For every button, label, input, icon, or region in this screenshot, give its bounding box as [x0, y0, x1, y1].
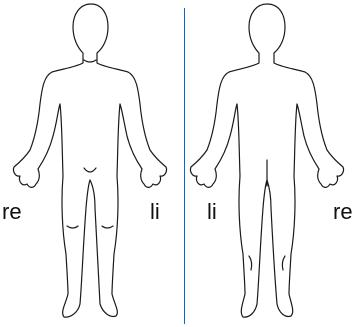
back-body-outline	[179, 0, 355, 327]
back-right-side-label: re	[333, 201, 353, 223]
front-right-side-label: re	[2, 201, 22, 223]
back-left-side-label: li	[207, 201, 217, 223]
front-left-side-label: li	[150, 201, 160, 223]
front-body-figure: re li	[0, 0, 176, 327]
back-body-figure: li re	[179, 0, 355, 327]
front-body-outline	[0, 0, 176, 327]
